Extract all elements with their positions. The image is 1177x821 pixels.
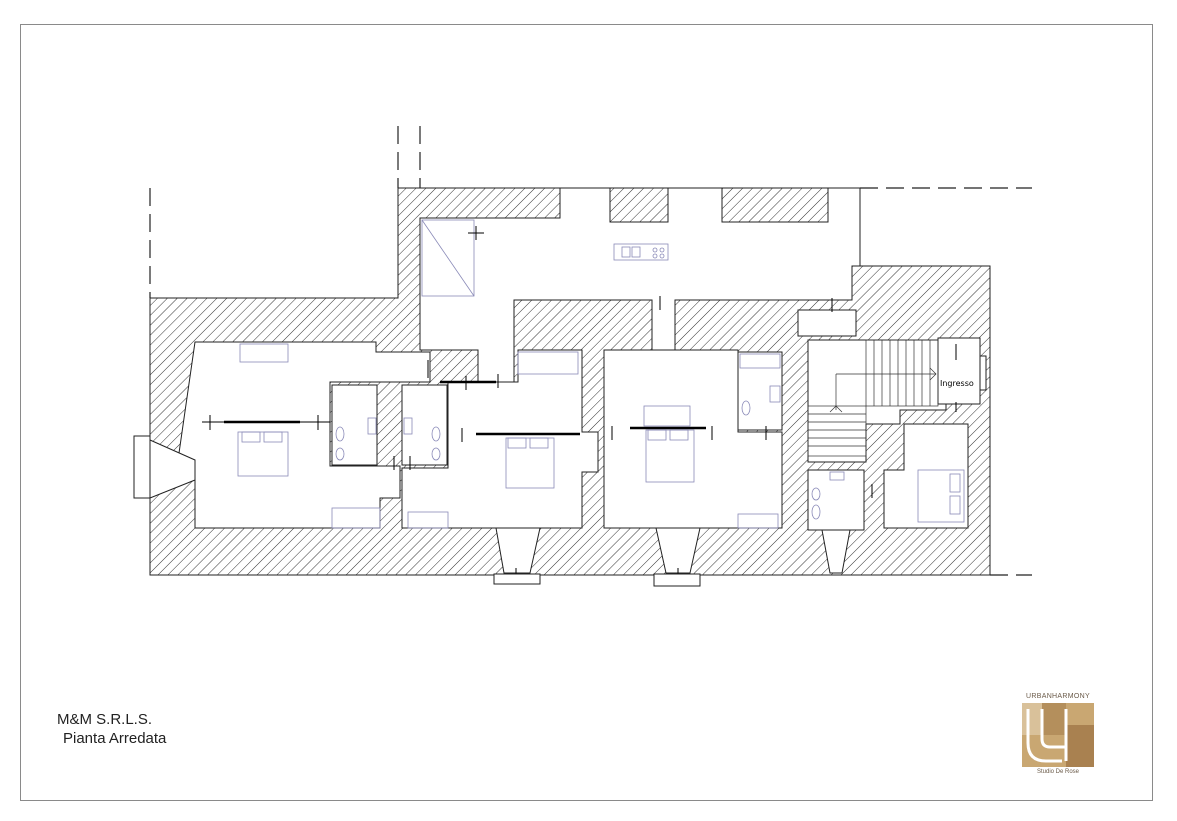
entrance-label: Ingresso xyxy=(940,379,974,388)
rooms xyxy=(149,187,981,574)
kitchen-counter xyxy=(613,243,669,261)
sofa-2 xyxy=(517,351,579,375)
staircase xyxy=(807,339,939,457)
furniture xyxy=(237,219,965,529)
logo-studio-text: Studio De Rose xyxy=(1036,769,1080,775)
drawing-title: Pianta Arredata xyxy=(63,730,167,747)
bathroom-1 xyxy=(331,384,378,466)
window-sills xyxy=(133,355,987,587)
bedroom-1 xyxy=(177,341,431,529)
bedroom-2 xyxy=(401,349,599,529)
window-recess-1 xyxy=(495,527,541,574)
studio-logo: URBANHARMONY Studio De Rose xyxy=(1018,693,1098,783)
window-recess-2 xyxy=(655,527,701,574)
boundary-lines xyxy=(149,126,1032,576)
sofa-3 xyxy=(643,405,691,427)
logo-mark-icon xyxy=(1022,703,1094,767)
drawing-sheet-border xyxy=(20,24,1153,801)
bed-4 xyxy=(917,469,965,523)
partitions xyxy=(224,380,706,436)
entrance-area xyxy=(937,337,981,405)
bathroom-3 xyxy=(737,351,783,431)
sofa-1 xyxy=(239,343,289,363)
window-recess-3 xyxy=(821,529,851,574)
bed-1 xyxy=(237,431,289,477)
small-corridor xyxy=(797,309,857,337)
company-name: M&M S.R.L.S. xyxy=(57,711,153,728)
bedroom-4 xyxy=(883,423,969,529)
logo-brand-text: URBANHARMONY xyxy=(1026,693,1090,700)
